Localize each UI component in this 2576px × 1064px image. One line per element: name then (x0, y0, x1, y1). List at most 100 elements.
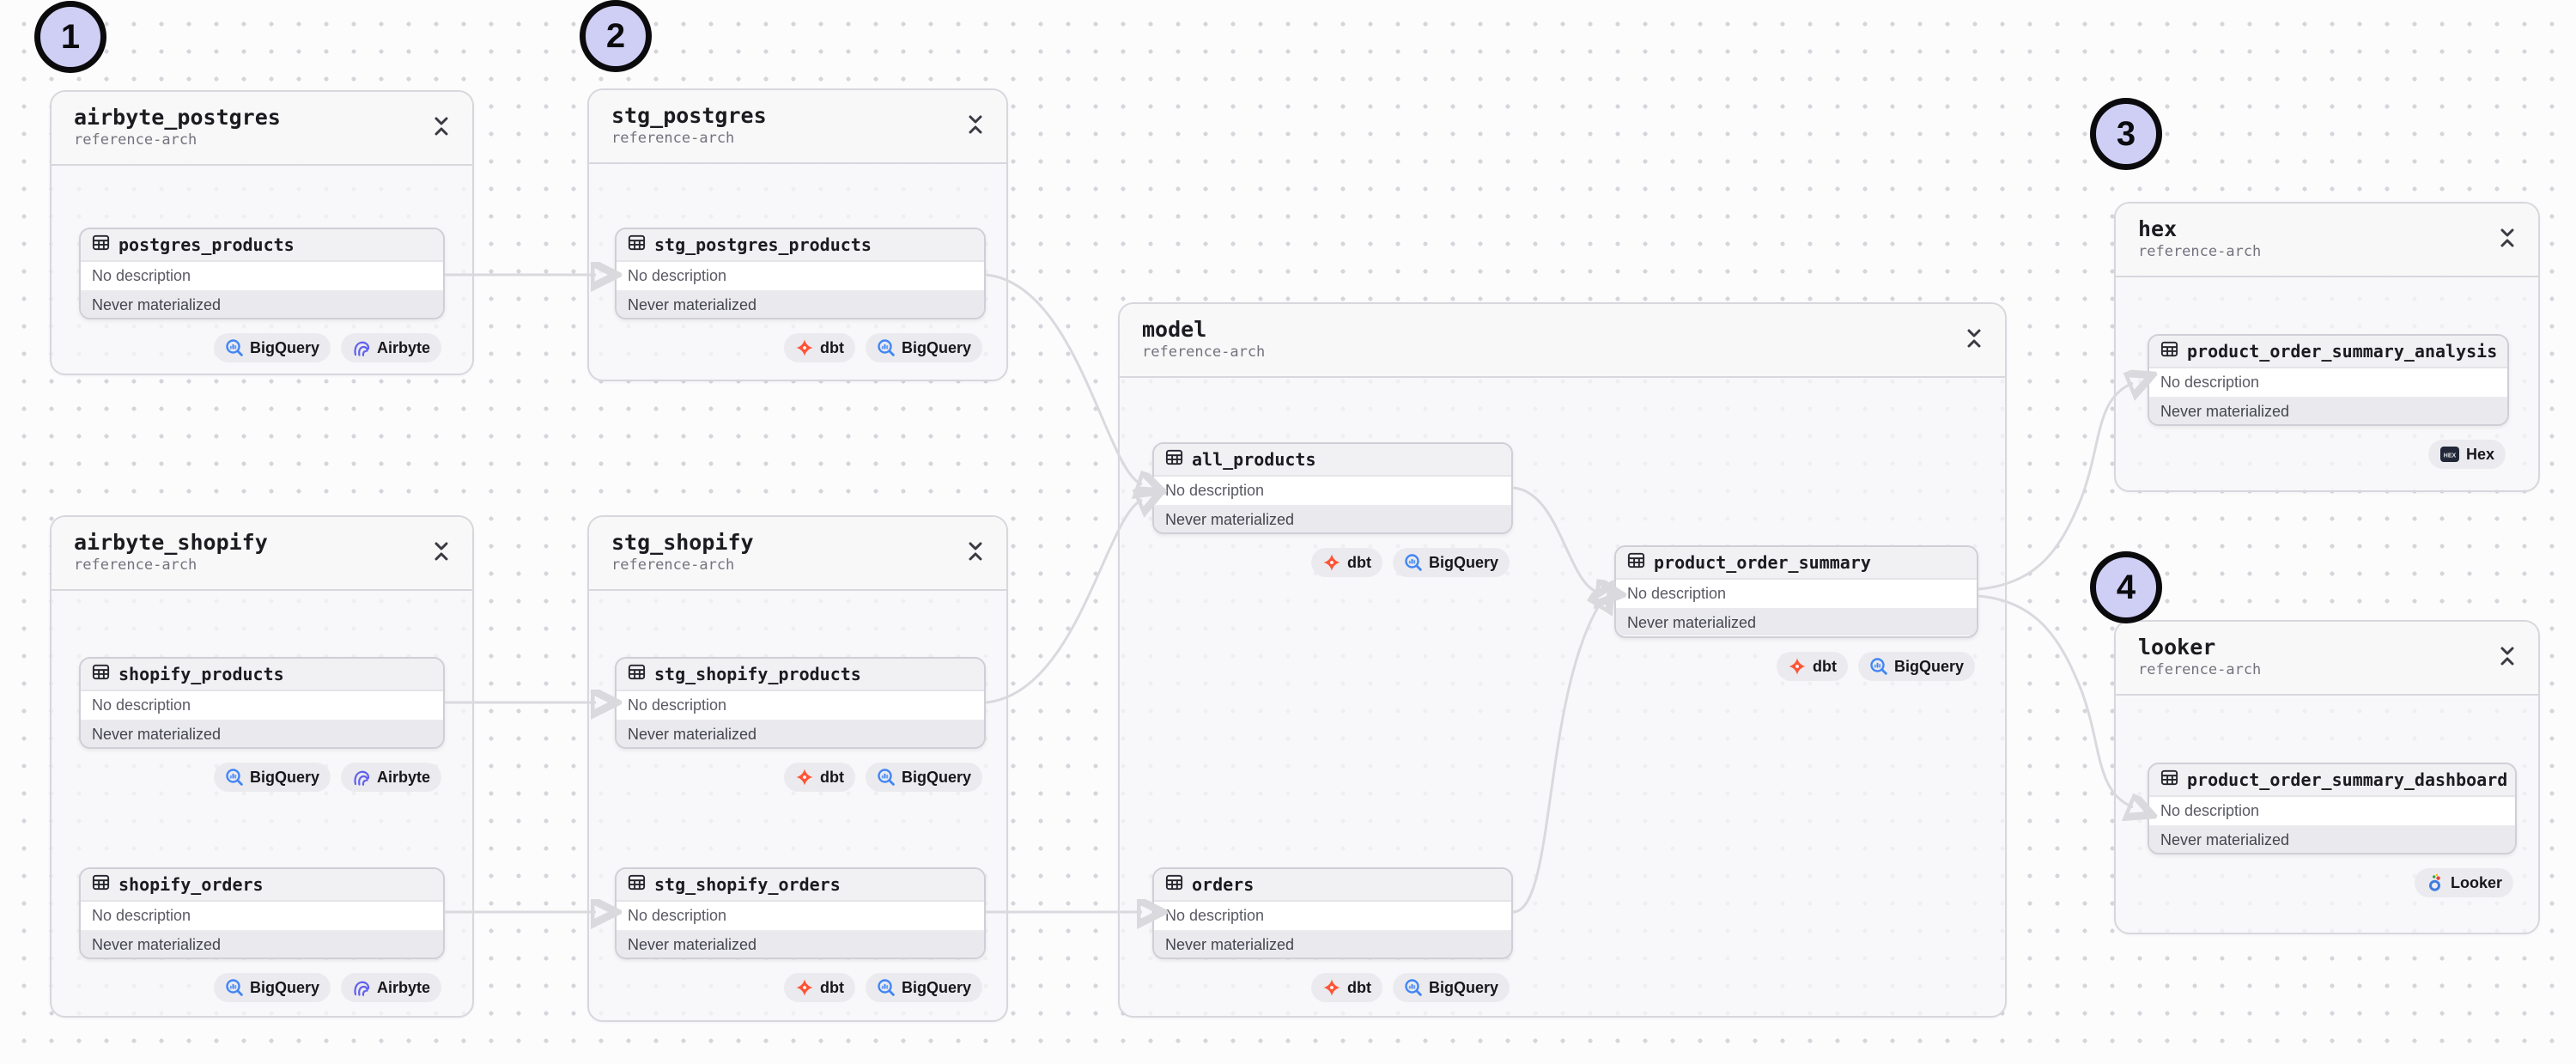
asset-description: No description (81, 902, 443, 932)
dbt-icon (1322, 978, 1341, 997)
asset-status: Never materialized (81, 292, 443, 318)
badge-dbt[interactable]: dbt (783, 763, 855, 792)
table-icon (627, 872, 647, 897)
badge-bigquery[interactable]: BigQuery (1392, 548, 1510, 577)
asset-node-header: product_order_summary_dashboard (2149, 764, 2515, 797)
collapse-group-icon[interactable] (963, 538, 987, 565)
collapse-group-icon[interactable] (429, 538, 453, 565)
bigquery-icon (1404, 553, 1423, 572)
table-icon (91, 662, 111, 686)
badge-dbt[interactable]: dbt (783, 333, 855, 362)
dbt-icon (1788, 657, 1807, 676)
asset-node-header: all_products (1154, 444, 1511, 477)
badge-bigquery[interactable]: BigQuery (1857, 652, 1975, 681)
badge-dbt[interactable]: dbt (1310, 973, 1382, 1002)
asset-name: product_order_summary (1654, 552, 1871, 573)
table-icon (91, 872, 111, 897)
badge-label: dbt (1812, 657, 1837, 675)
asset-description: No description (1616, 580, 1977, 610)
table-icon (1164, 872, 1184, 897)
badge-label: BigQuery (249, 768, 319, 786)
svg-text:HEX: HEX (2444, 453, 2457, 459)
badge-airbyte[interactable]: Airbyte (340, 973, 441, 1002)
asset-badges-row: dbt BigQuery (1310, 548, 1510, 577)
badge-bigquery[interactable]: BigQuery (865, 333, 982, 362)
badge-bigquery[interactable]: BigQuery (1392, 973, 1510, 1002)
badge-label: BigQuery (901, 768, 971, 786)
asset-node-header: product_order_summary_analysis (2149, 336, 2507, 368)
dbt-icon (795, 768, 814, 787)
badge-dbt[interactable]: dbt (783, 973, 855, 1002)
badge-label: BigQuery (249, 338, 319, 356)
asset-description: No description (1154, 902, 1511, 932)
asset-status: Never materialized (617, 721, 984, 747)
badge-dbt[interactable]: dbt (1310, 548, 1382, 577)
table-icon (1626, 550, 1646, 575)
badge-label: BigQuery (1893, 657, 1964, 675)
asset-name: stg_postgres_products (654, 234, 872, 255)
asset-badges-row: dbt BigQuery (783, 333, 982, 362)
step-marker-label: 3 (2116, 115, 2136, 153)
badge-airbyte[interactable]: Airbyte (340, 763, 441, 792)
asset-status: Never materialized (2149, 398, 2507, 424)
badge-looker[interactable]: Looker (2414, 868, 2513, 897)
badge-dbt[interactable]: dbt (1776, 652, 1848, 681)
asset-badges-row: dbt BigQuery (1776, 652, 1975, 681)
asset-badges-row: dbt BigQuery (783, 973, 982, 1002)
asset-name: all_products (1192, 449, 1316, 470)
badge-bigquery[interactable]: BigQuery (865, 763, 982, 792)
badge-bigquery[interactable]: BigQuery (213, 973, 331, 1002)
bigquery-icon (877, 978, 896, 997)
asset-name: shopify_products (118, 664, 284, 684)
group-subtitle: reference-arch (611, 556, 735, 574)
group-title: looker (2138, 635, 2216, 660)
collapse-group-icon[interactable] (963, 111, 987, 138)
badge-bigquery[interactable]: BigQuery (865, 973, 982, 1002)
badge-airbyte[interactable]: Airbyte (340, 333, 441, 362)
badge-bigquery[interactable]: BigQuery (213, 333, 331, 362)
asset-name: shopify_orders (118, 874, 264, 895)
group-title: stg_shopify (611, 530, 754, 555)
asset-status: Never materialized (617, 932, 984, 958)
group-title: airbyte_postgres (74, 105, 281, 130)
collapse-group-icon[interactable] (2495, 642, 2519, 670)
badge-bigquery[interactable]: BigQuery (213, 763, 331, 792)
badge-label: BigQuery (901, 338, 971, 356)
asset-status: Never materialized (617, 292, 984, 318)
collapse-group-icon[interactable] (1962, 325, 1986, 352)
collapse-group-icon[interactable] (429, 112, 453, 140)
asset-description: No description (617, 691, 984, 721)
collapse-group-icon[interactable] (2495, 224, 2519, 252)
asset-name: stg_shopify_orders (654, 874, 841, 895)
group-subtitle: reference-arch (2138, 243, 2262, 260)
group-subtitle: reference-arch (2138, 661, 2262, 678)
asset-node-header: orders (1154, 869, 1511, 902)
asset-description: No description (1154, 477, 1511, 507)
group-title: stg_postgres (611, 103, 767, 128)
